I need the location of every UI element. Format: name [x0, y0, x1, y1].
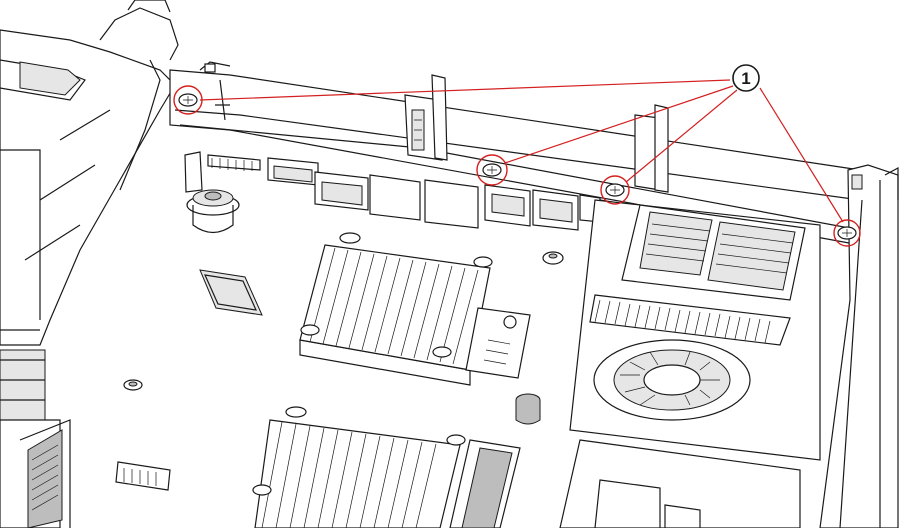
- small-board: [465, 307, 531, 379]
- callout-ring-left: [173, 85, 203, 115]
- heatsink-upper: [299, 232, 493, 386]
- chip: [199, 269, 263, 316]
- right-chassis-wall: [819, 164, 899, 528]
- callout-ring-center-right: [600, 175, 630, 205]
- screw-center-right: [605, 183, 625, 197]
- callout-number: 1: [741, 69, 750, 88]
- screw-right: [837, 226, 857, 240]
- left-drive-cage: [0, 0, 179, 528]
- callout-leader-left: [199, 79, 731, 101]
- knob: [515, 393, 541, 425]
- connector-bottom-left: [115, 461, 171, 491]
- screw-center: [482, 163, 502, 177]
- standoff-small: [123, 251, 564, 391]
- callout-leader-right: [759, 87, 844, 223]
- riser-card-assembly: [559, 199, 821, 528]
- riser-bracket-right: [634, 104, 669, 193]
- callout-1: 1: [173, 64, 861, 247]
- standoff-left: [186, 189, 240, 234]
- callout-ring-center: [476, 154, 508, 186]
- screw-left: [178, 93, 198, 107]
- callout-ring-right: [833, 219, 861, 247]
- callout-leader-center: [504, 85, 734, 164]
- callout-bubble: [732, 64, 760, 92]
- heatsink-lower: [252, 406, 466, 528]
- rear-io-connectors: [184, 151, 631, 231]
- riser-bracket-left: [404, 74, 448, 161]
- callout-leader-center-right: [625, 89, 738, 183]
- bottom-slot: [449, 439, 701, 528]
